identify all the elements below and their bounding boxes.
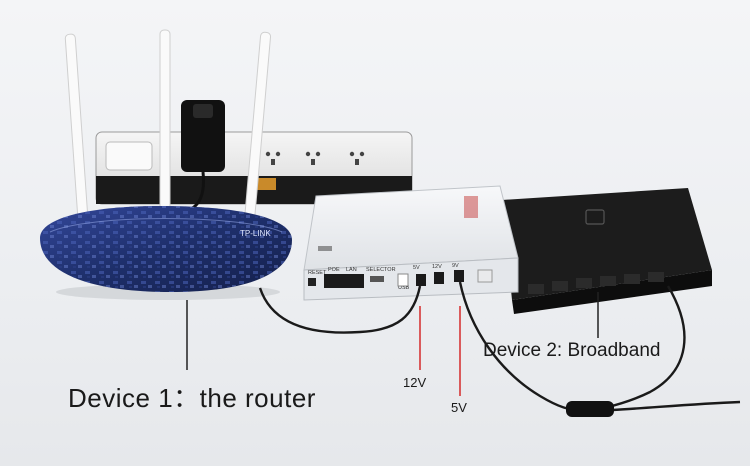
voltage-5v-label: 5V bbox=[451, 400, 467, 415]
router-brand-text: TP-LINK bbox=[240, 229, 271, 238]
device2-label: Device 2: Broadband bbox=[483, 340, 661, 361]
device1-label: Device 1：the router bbox=[68, 383, 316, 413]
dc-5v-jack bbox=[416, 274, 426, 286]
usb-port bbox=[397, 273, 409, 287]
dc-9v-jack bbox=[454, 270, 464, 282]
ups-selector-label: SELECTOR bbox=[366, 267, 396, 273]
reset-port bbox=[308, 278, 316, 286]
router-device: TP-LINK bbox=[40, 206, 292, 300]
mini-ups-device: RESET POE LAN SELECTOR USB 5V 12V 9V bbox=[303, 185, 519, 301]
selector-switch bbox=[370, 276, 384, 282]
ups-poe-label: POE bbox=[328, 267, 340, 273]
power-cables bbox=[258, 281, 741, 412]
ups-12v-label: 12V bbox=[432, 264, 442, 270]
router-antennas bbox=[64, 29, 272, 238]
input-port bbox=[477, 269, 493, 283]
power-adapter-plug bbox=[171, 100, 225, 214]
ups-5v-label: 5V bbox=[413, 265, 420, 271]
broadband-device bbox=[502, 188, 712, 314]
cable-connector bbox=[566, 401, 614, 417]
dc-12v-jack bbox=[434, 272, 444, 284]
ups-lan-label: LAN bbox=[346, 267, 357, 273]
ups-usb-label: USB bbox=[398, 285, 410, 291]
ethernet-ports bbox=[324, 274, 364, 288]
voltage-12v-label: 12V bbox=[403, 375, 427, 390]
ups-reset-label: RESET bbox=[308, 270, 327, 276]
ups-9v-label: 9V bbox=[452, 263, 459, 269]
